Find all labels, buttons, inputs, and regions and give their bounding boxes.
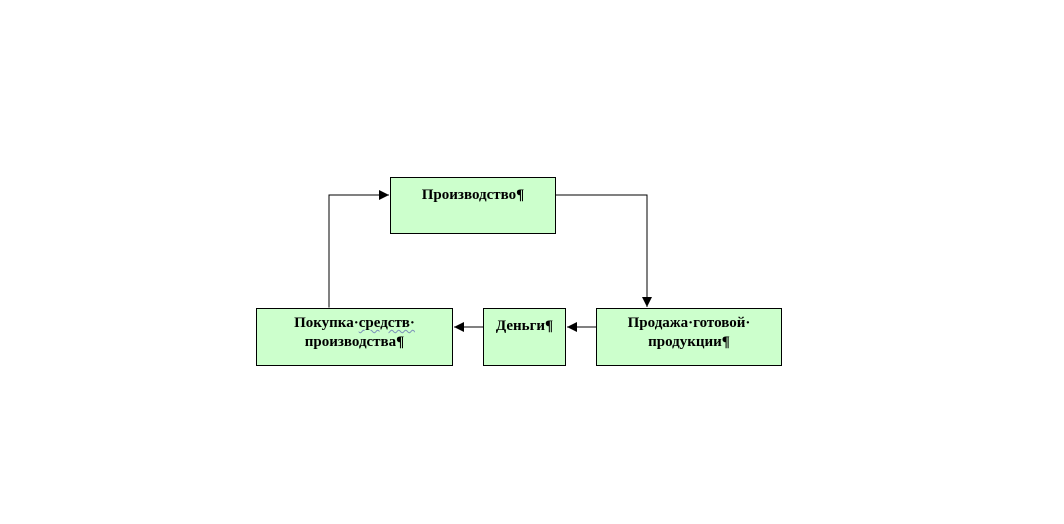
- node-purchase-label: Покупка·средств· производства¶: [294, 314, 415, 352]
- connector-purchase-to-production: [324, 190, 389, 317]
- node-sale-line1: Продажа·готовой·: [627, 315, 751, 331]
- node-money-line1: Деньги¶: [495, 318, 554, 334]
- node-purchase-line1-b: средств·: [358, 315, 415, 331]
- node-production-label: Производство¶: [422, 186, 524, 205]
- node-sale-label: Продажа·готовой· продукции¶: [628, 314, 751, 352]
- node-purchase: Покупка·средств· производства¶: [256, 308, 453, 366]
- node-money: Деньги¶: [483, 308, 566, 366]
- node-money-label: Деньги¶: [496, 317, 553, 336]
- node-purchase-line1-a: Покупка·: [294, 315, 359, 331]
- connector-production-to-sale: [556, 194, 652, 307]
- node-sale-line2: продукции¶: [648, 334, 730, 350]
- node-purchase-line2: производства¶: [304, 334, 405, 350]
- node-sale: Продажа·готовой· продукции¶: [596, 308, 782, 366]
- node-production: Производство¶: [390, 177, 556, 234]
- node-production-line1: Производство¶: [421, 187, 525, 203]
